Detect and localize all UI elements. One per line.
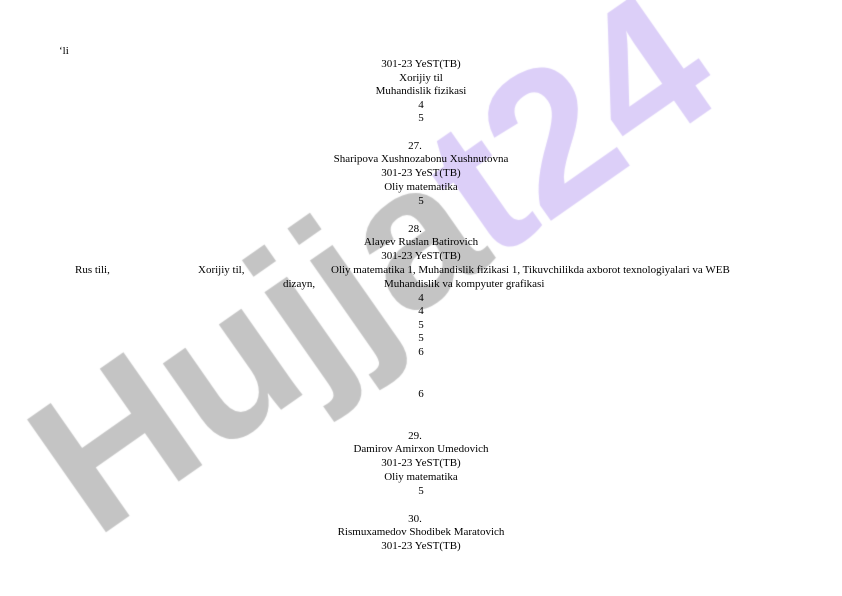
grade: 5 bbox=[418, 195, 424, 207]
subject: Oliy matematika bbox=[384, 181, 458, 193]
grade: 5 bbox=[418, 485, 424, 497]
grade: 4 bbox=[418, 99, 424, 111]
student-name: Sharipova Xushnozabonu Xushnutovna bbox=[333, 153, 509, 165]
grade: 4 bbox=[418, 305, 424, 317]
subject: Xorijiy til, bbox=[198, 264, 245, 276]
grade: 5 bbox=[418, 112, 424, 124]
subject: dizayn, bbox=[283, 278, 316, 290]
group: 301-23 YeST(TB) bbox=[381, 540, 461, 552]
grade: 6 bbox=[418, 388, 424, 400]
student-name: Alayev Ruslan Batirovich bbox=[363, 236, 479, 248]
student-name: Rismuxamedov Shodibek Maratovich bbox=[337, 526, 505, 538]
subject: Muhandislik fizikasi bbox=[375, 85, 467, 97]
group: 301-23 YeST(TB) bbox=[381, 167, 461, 179]
subject: Muhandislik va kompyuter grafikasi bbox=[384, 278, 545, 290]
student-name: Damirov Amirxon Umedovich bbox=[353, 443, 489, 455]
grade: 4 bbox=[418, 292, 424, 304]
entry-number: 30. bbox=[408, 513, 422, 525]
subject: Oliy matematika bbox=[384, 471, 458, 483]
subject: Oliy matematika 1, Muhandislik fizikasi … bbox=[331, 264, 730, 276]
text-fragment: ‘li bbox=[59, 45, 69, 57]
grade: 5 bbox=[418, 319, 424, 331]
group: 301-23 YeST(TB) bbox=[381, 250, 461, 262]
subject: Xorijiy til bbox=[399, 72, 443, 84]
entry-number: 29. bbox=[408, 430, 422, 442]
entry-number: 27. bbox=[408, 140, 422, 152]
group: 301-23 YeST(TB) bbox=[381, 457, 461, 469]
entry-number: 28. bbox=[408, 223, 422, 235]
grade: 5 bbox=[418, 332, 424, 344]
group: 301-23 YeST(TB) bbox=[381, 58, 461, 70]
subject: Rus tili, bbox=[75, 264, 110, 276]
grade: 6 bbox=[418, 346, 424, 358]
